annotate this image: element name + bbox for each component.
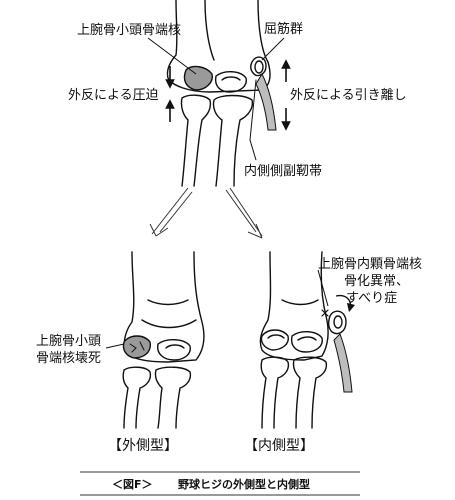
label-capitellum-epiphysis: 上腕骨小頭骨端核	[77, 22, 181, 38]
type-label-lateral: 【外側型】	[108, 438, 178, 454]
label-medial-line1: 上腕骨内顆骨端核	[318, 256, 422, 272]
top-capitellum-epiphysis	[183, 65, 213, 91]
caption-title: 野球ヒジの外側型と内側型	[178, 477, 310, 491]
slip-arrow	[335, 294, 356, 313]
top-flexor-muscles	[255, 72, 277, 131]
medial-epicondyle-slipped	[327, 310, 347, 335]
type-label-medial: 【内側型】	[244, 438, 314, 454]
top-ulna	[212, 94, 254, 187]
medial-flexor-muscles	[333, 333, 353, 393]
lateral-leader	[105, 343, 125, 349]
medial-radius	[260, 356, 290, 429]
label-medial-line2: 骨化異常、	[344, 274, 409, 289]
label-valgus-compression: 外反による圧迫	[68, 88, 159, 103]
lateral-elbow	[122, 251, 205, 429]
lateral-trochlea	[157, 339, 191, 361]
top-radius	[180, 94, 212, 187]
top-arrows	[165, 59, 291, 131]
lateral-humerus	[123, 251, 205, 363]
diverging-arrows	[149, 187, 263, 239]
medial-x-marker	[321, 309, 329, 317]
label-flexor-group: 屈筋群	[264, 21, 303, 37]
label-valgus-traction: 外反による引き離し	[290, 88, 407, 103]
arrow-to-medial	[225, 187, 263, 239]
lateral-ulna	[154, 366, 192, 429]
top-trochlea	[214, 71, 247, 93]
label-mcl: 内側側副靭帯	[244, 163, 322, 179]
label-medial-line3: すべり症	[346, 291, 397, 306]
top-leaders	[147, 37, 285, 161]
top-elbow	[166, 0, 277, 187]
medial-ulna	[292, 356, 328, 429]
caption-figure-number: ＜図F＞	[112, 477, 153, 491]
arrow-to-lateral	[149, 187, 193, 237]
top-humerus	[166, 0, 271, 93]
label-lateral-line1: 上腕骨小頭	[36, 333, 101, 349]
lateral-capitellum-necrosis	[122, 335, 151, 359]
medial-elbow	[259, 251, 353, 429]
lateral-radius	[122, 366, 152, 429]
top-mcl-line	[249, 79, 257, 141]
label-lateral-line2: 骨端核壊死	[36, 351, 101, 366]
medial-trochlea	[290, 331, 323, 353]
medial-capitellum	[260, 329, 289, 351]
medial-leader	[317, 269, 329, 307]
